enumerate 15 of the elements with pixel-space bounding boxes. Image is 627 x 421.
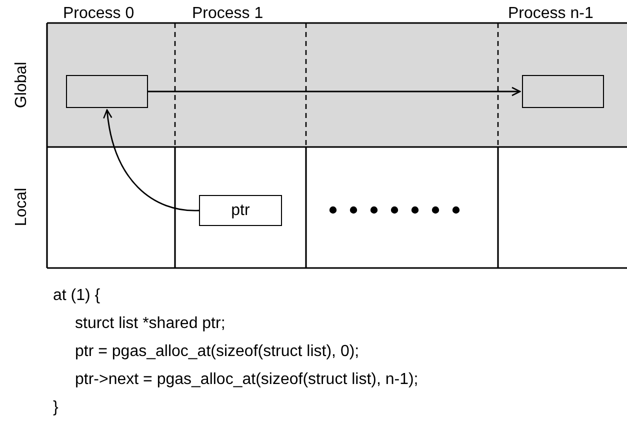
- memory-block: [66, 75, 148, 108]
- code-line: at (1) {: [53, 287, 100, 305]
- arrow: [103, 109, 200, 212]
- column-header: Process 1: [192, 5, 264, 23]
- code-line: ptr->next = pgas_alloc_at(sizeof(struct list), n-1);: [75, 371, 418, 389]
- pointer-box: ptr: [199, 195, 282, 226]
- row-label: Global: [13, 62, 32, 108]
- column-header: Process 0: [63, 5, 134, 23]
- row-label: Local: [13, 188, 32, 226]
- arrow: [148, 86, 521, 96]
- code-line: sturct list *shared ptr;: [75, 315, 226, 333]
- column-header: Process n-1: [508, 5, 594, 23]
- memory-block: [522, 75, 604, 108]
- code-line: }: [53, 399, 58, 417]
- code-line: ptr = pgas_alloc_at(sizeof(struct list), 0);: [75, 343, 360, 361]
